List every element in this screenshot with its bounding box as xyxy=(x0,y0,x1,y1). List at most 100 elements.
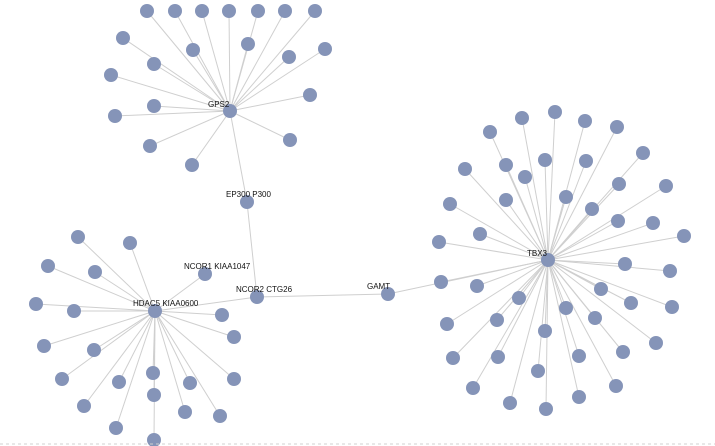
tbx3-leaf-node[interactable] xyxy=(610,120,624,134)
gps2-leaf-node[interactable] xyxy=(108,109,122,123)
ep300-node[interactable] xyxy=(240,195,254,209)
gps2-leaf-node[interactable] xyxy=(251,4,265,18)
hdac5-leaf-node[interactable] xyxy=(213,409,227,423)
hdac5-leaf-node[interactable] xyxy=(147,433,161,446)
ncor2-node[interactable] xyxy=(250,290,264,304)
tbx3-leaf-edge xyxy=(497,259,549,358)
tbx3-leaf-node[interactable] xyxy=(446,351,460,365)
gps2-node[interactable] xyxy=(223,104,237,118)
hdac5-leaf-node[interactable] xyxy=(123,236,137,250)
tbx3-leaf-edge xyxy=(476,259,549,287)
tbx3-leaf-node[interactable] xyxy=(512,291,526,305)
tbx3-leaf-node[interactable] xyxy=(538,324,552,338)
gps2-leaf-node[interactable] xyxy=(222,4,236,18)
tbx3-leaf-node[interactable] xyxy=(443,197,457,211)
tbx3-leaf-node[interactable] xyxy=(503,396,517,410)
tbx3-leaf-node[interactable] xyxy=(677,229,691,243)
hdac5-node[interactable] xyxy=(148,304,162,318)
tbx3-leaf-node[interactable] xyxy=(618,257,632,271)
tbx3-leaf-node[interactable] xyxy=(518,170,532,184)
hdac5-leaf-node[interactable] xyxy=(41,259,55,273)
tbx3-leaf-node[interactable] xyxy=(470,279,484,293)
gps2-leaf-node[interactable] xyxy=(168,4,182,18)
gps2-leaf-node[interactable] xyxy=(303,88,317,102)
tbx3-leaf-node[interactable] xyxy=(499,158,513,172)
gps2-leaf-node[interactable] xyxy=(282,50,296,64)
ncor1-node[interactable] xyxy=(198,267,212,281)
gps2-leaf-node[interactable] xyxy=(186,43,200,57)
tbx3-leaf-node[interactable] xyxy=(491,350,505,364)
tbx3-leaf-node[interactable] xyxy=(515,111,529,125)
gamt-node[interactable] xyxy=(381,287,395,301)
tbx3-leaf-node[interactable] xyxy=(473,227,487,241)
gps2-leaf-node[interactable] xyxy=(116,31,130,45)
hdac5-leaf-node[interactable] xyxy=(146,366,160,380)
tbx3-leaf-node[interactable] xyxy=(466,381,480,395)
hdac5-leaf-node[interactable] xyxy=(67,304,81,318)
hdac5-leaf-node[interactable] xyxy=(87,343,101,357)
tbx3-leaf-node[interactable] xyxy=(624,296,638,310)
tbx3-leaf-node[interactable] xyxy=(483,125,497,139)
tbx3-leaf-edge xyxy=(464,168,549,261)
tbx3-leaf-node[interactable] xyxy=(611,214,625,228)
hdac5-leaf-node[interactable] xyxy=(147,388,161,402)
gps2-leaf-node[interactable] xyxy=(308,4,322,18)
gps2-leaf-node[interactable] xyxy=(195,4,209,18)
tbx3-leaf-node[interactable] xyxy=(548,105,562,119)
tbx3-leaf-node[interactable] xyxy=(588,311,602,325)
hdac5-leaf-node[interactable] xyxy=(55,372,69,386)
tbx3-leaf-node[interactable] xyxy=(646,216,660,230)
tbx3-leaf-node[interactable] xyxy=(649,336,663,350)
tbx3-leaf-node[interactable] xyxy=(434,275,448,289)
tbx3-leaf-node[interactable] xyxy=(531,364,545,378)
tbx3-leaf-node[interactable] xyxy=(665,300,679,314)
ncor1-label: NCOR1 KIAA1047 xyxy=(184,262,251,271)
hdac5-leaf-node[interactable] xyxy=(77,399,91,413)
tbx3-leaf-node[interactable] xyxy=(609,379,623,393)
gps2-leaf-node[interactable] xyxy=(143,139,157,153)
gps2-leaf-node[interactable] xyxy=(104,68,118,82)
hdac5-leaf-node[interactable] xyxy=(227,372,241,386)
tbx3-leaf-node[interactable] xyxy=(659,179,673,193)
hdac5-leaf-node[interactable] xyxy=(37,339,51,353)
hdac5-leaf-node[interactable] xyxy=(109,421,123,435)
tbx3-leaf-node[interactable] xyxy=(579,154,593,168)
tbx3-leaf-node[interactable] xyxy=(663,264,677,278)
tbx3-leaf-node[interactable] xyxy=(490,313,504,327)
hdac5-leaf-node[interactable] xyxy=(215,308,229,322)
gps2-leaf-node[interactable] xyxy=(147,99,161,113)
tbx3-leaf-node[interactable] xyxy=(499,193,513,207)
gps2-leaf-node[interactable] xyxy=(185,158,199,172)
gps2-leaf-node[interactable] xyxy=(147,57,161,71)
hdac5-leaf-node[interactable] xyxy=(178,405,192,419)
tbx3-leaf-node[interactable] xyxy=(585,202,599,216)
tbx3-node[interactable] xyxy=(541,253,555,267)
gps2-leaf-node[interactable] xyxy=(241,37,255,51)
tbx3-leaf-node[interactable] xyxy=(636,146,650,160)
hdac5-leaf-node[interactable] xyxy=(183,376,197,390)
hdac5-leaf-node[interactable] xyxy=(71,230,85,244)
gps2-leaf-node[interactable] xyxy=(318,42,332,56)
tbx3-leaf-node[interactable] xyxy=(612,177,626,191)
tbx3-leaf-node[interactable] xyxy=(440,317,454,331)
hdac5-leaf-node[interactable] xyxy=(88,265,102,279)
tbx3-leaf-node[interactable] xyxy=(458,162,472,176)
hdac5-leaf-node[interactable] xyxy=(29,297,43,311)
gps2-leaf-node[interactable] xyxy=(283,133,297,147)
gps2-leaf-node[interactable] xyxy=(278,4,292,18)
tbx3-leaf-node[interactable] xyxy=(578,114,592,128)
tbx3-leaf-node[interactable] xyxy=(616,345,630,359)
tbx3-leaf-node[interactable] xyxy=(432,235,446,249)
hdac5-leaf-node[interactable] xyxy=(112,375,126,389)
tbx3-leaf-node[interactable] xyxy=(559,190,573,204)
hdac5-leaf-node[interactable] xyxy=(227,330,241,344)
tbx3-leaf-node[interactable] xyxy=(572,349,586,363)
tbx3-leaf-node[interactable] xyxy=(538,153,552,167)
tbx3-leaf-node[interactable] xyxy=(594,282,608,296)
tbx3-leaf-node[interactable] xyxy=(572,390,586,404)
gps2-leaf-node[interactable] xyxy=(140,4,154,18)
tbx3-leaf-edge xyxy=(547,111,556,261)
tbx3-leaf-node[interactable] xyxy=(559,301,573,315)
tbx3-leaf-node[interactable] xyxy=(539,402,553,416)
tbx3-leaf-edge xyxy=(547,259,632,304)
